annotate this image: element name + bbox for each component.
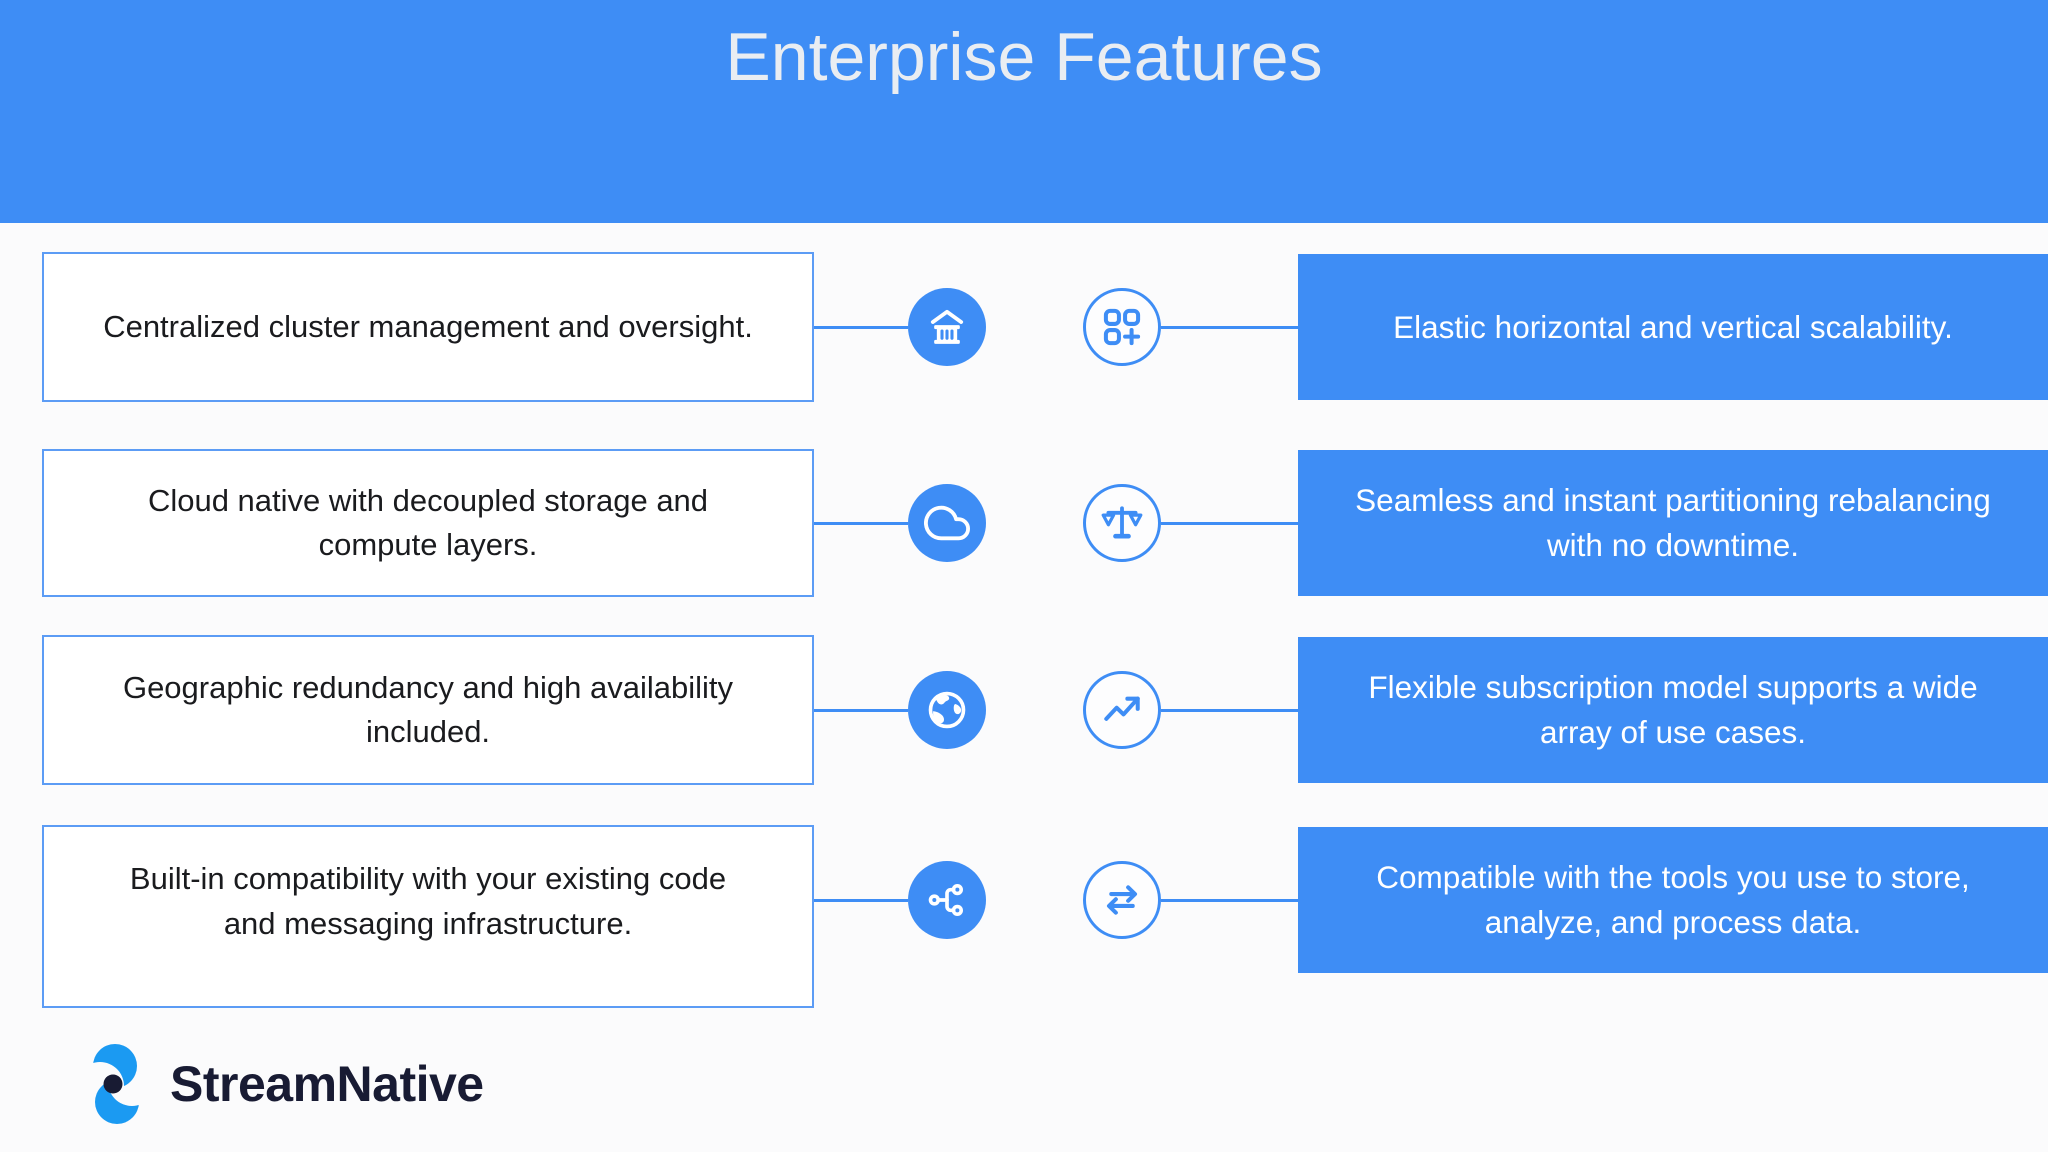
header-banner: Enterprise Features: [0, 0, 2048, 223]
feature-left-box: Built-in compatibility with your existin…: [42, 825, 814, 1008]
cloud-icon: [908, 484, 986, 562]
feature-row: Cloud native with decoupled storage and …: [0, 449, 2048, 597]
connector-line: [814, 325, 908, 329]
connector-line: [814, 898, 908, 902]
feature-row: Geographic redundancy and high availabil…: [0, 635, 2048, 785]
feature-right-box: Seamless and instant partitioning rebala…: [1298, 450, 2048, 596]
connector-line: [814, 708, 908, 712]
connector-line: [1161, 325, 1298, 329]
apps-plus-icon: [1083, 288, 1161, 366]
connector-line: [1161, 898, 1298, 902]
streamnative-logo-icon: [88, 1042, 144, 1126]
feature-left-box: Cloud native with decoupled storage and …: [42, 449, 814, 597]
feature-right-box: Elastic horizontal and vertical scalabil…: [1298, 254, 2048, 400]
branch-icon: [908, 861, 986, 939]
connector-line: [1161, 521, 1298, 525]
feature-row: Centralized cluster management and overs…: [0, 252, 2048, 402]
connector-line: [814, 521, 908, 525]
brand-name: StreamNative: [170, 1056, 484, 1112]
feature-left-box: Geographic redundancy and high availabil…: [42, 635, 814, 785]
connector-line: [1161, 708, 1298, 712]
bank-icon: [908, 288, 986, 366]
feature-right-box: Flexible subscription model supports a w…: [1298, 637, 2048, 783]
brand-footer: StreamNative: [88, 1042, 484, 1126]
transfer-arrows-icon: [1083, 861, 1161, 939]
trend-up-icon: [1083, 671, 1161, 749]
feature-row: Built-in compatibility with your existin…: [0, 825, 2048, 1008]
scale-icon: [1083, 484, 1161, 562]
feature-left-box: Centralized cluster management and overs…: [42, 252, 814, 402]
feature-right-box: Compatible with the tools you use to sto…: [1298, 827, 2048, 973]
page-title: Enterprise Features: [725, 19, 1323, 95]
globe-icon: [908, 671, 986, 749]
